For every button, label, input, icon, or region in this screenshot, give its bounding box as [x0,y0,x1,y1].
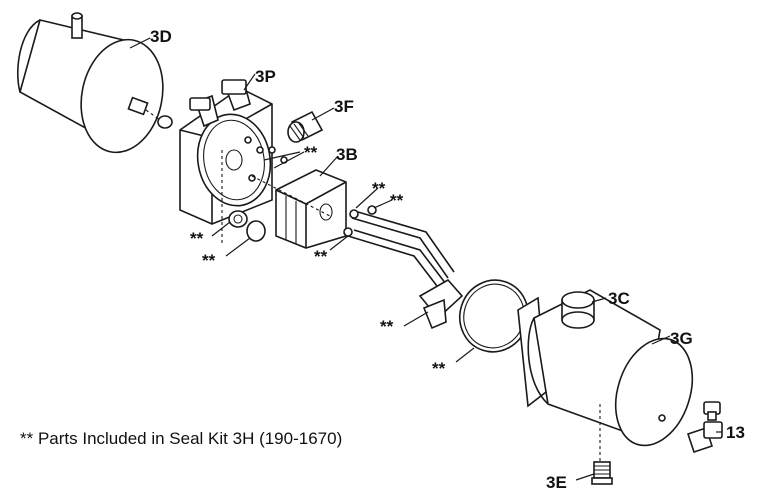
seal-kit-note: ** Parts Included in Seal Kit 3H (190-16… [20,429,342,448]
seal-mark: ** [202,251,216,270]
label-3e: 3E [546,473,567,492]
label-3d: 3D [150,27,172,46]
pump-block [179,87,273,245]
part-3p-fittings [189,79,251,128]
seal-mark: ** [372,179,386,198]
part-3c-filler-cap [561,291,595,329]
label-3p: 3P [255,67,276,86]
label-13: 13 [726,423,745,442]
label-3b: 3B [336,145,358,164]
leader-lines [129,37,722,481]
seal-mark: ** [390,191,404,210]
label-3c: 3C [608,289,630,308]
part-13-elbow [686,401,723,454]
seal-parts-block [228,146,288,242]
part-3d-motor [17,12,173,154]
part-3f-fitting [287,110,324,143]
part-3e-drain-plug [591,461,613,485]
part-3g-reservoir [517,289,694,462]
seal-mark: ** [314,247,328,266]
label-3g: 3G [670,329,693,348]
part-3b-gear-pump [251,169,347,249]
seal-mark: ** [380,317,394,336]
pickup-tubes [343,205,464,330]
label-3f: 3F [334,97,354,116]
seal-mark: ** [190,229,204,248]
seal-mark: ** [432,359,446,378]
part-labels: 3D 3P 3F 3B 3C 3G 13 3E ** ** ** ** ** *… [150,27,745,492]
seal-mark: ** [304,143,318,162]
